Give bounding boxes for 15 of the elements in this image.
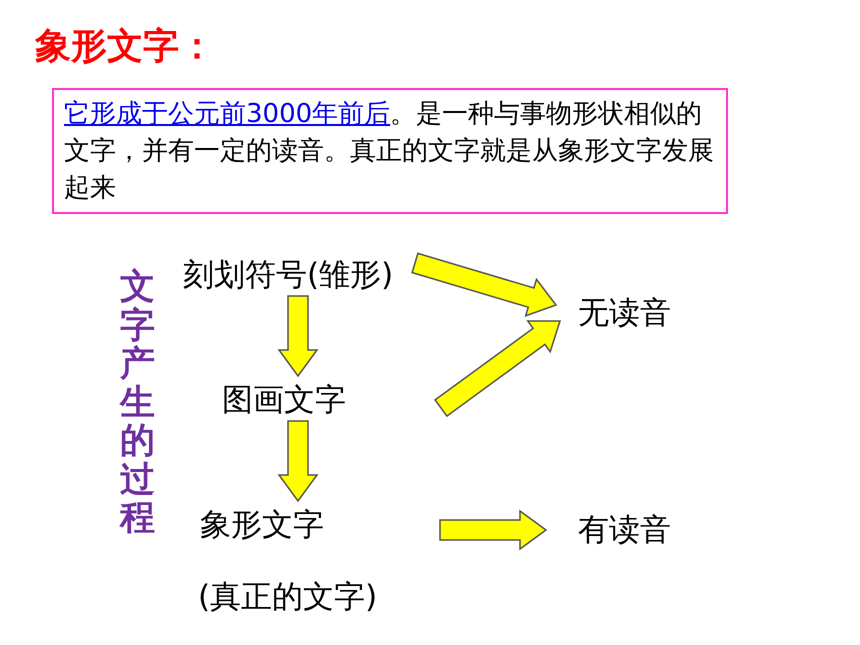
stage-label: 象形文字 xyxy=(200,505,324,545)
block-arrow xyxy=(411,252,558,317)
block-arrow xyxy=(278,420,318,502)
note-text: (真正的文字) xyxy=(198,578,378,617)
text-link: 它形成于公元前3000年前后 xyxy=(64,99,390,129)
title: 象形文字： xyxy=(35,25,215,69)
vertical-label: 文字产生的过程 xyxy=(120,268,155,538)
stage-label: 刻划符号(雏形) xyxy=(183,255,394,295)
stage-label: 有读音 xyxy=(578,510,671,550)
stage-label: 无读音 xyxy=(578,293,671,333)
block-arrow xyxy=(439,510,548,550)
block-arrow xyxy=(278,295,318,378)
info-paragraph: 它形成于公元前3000年前后。是一种与事物形状相似的文字，并有一定的读音。真正的文字就是从象形文字发展起来 xyxy=(52,88,728,214)
block-arrow xyxy=(434,320,562,418)
stage-label: 图画文字 xyxy=(222,380,346,420)
